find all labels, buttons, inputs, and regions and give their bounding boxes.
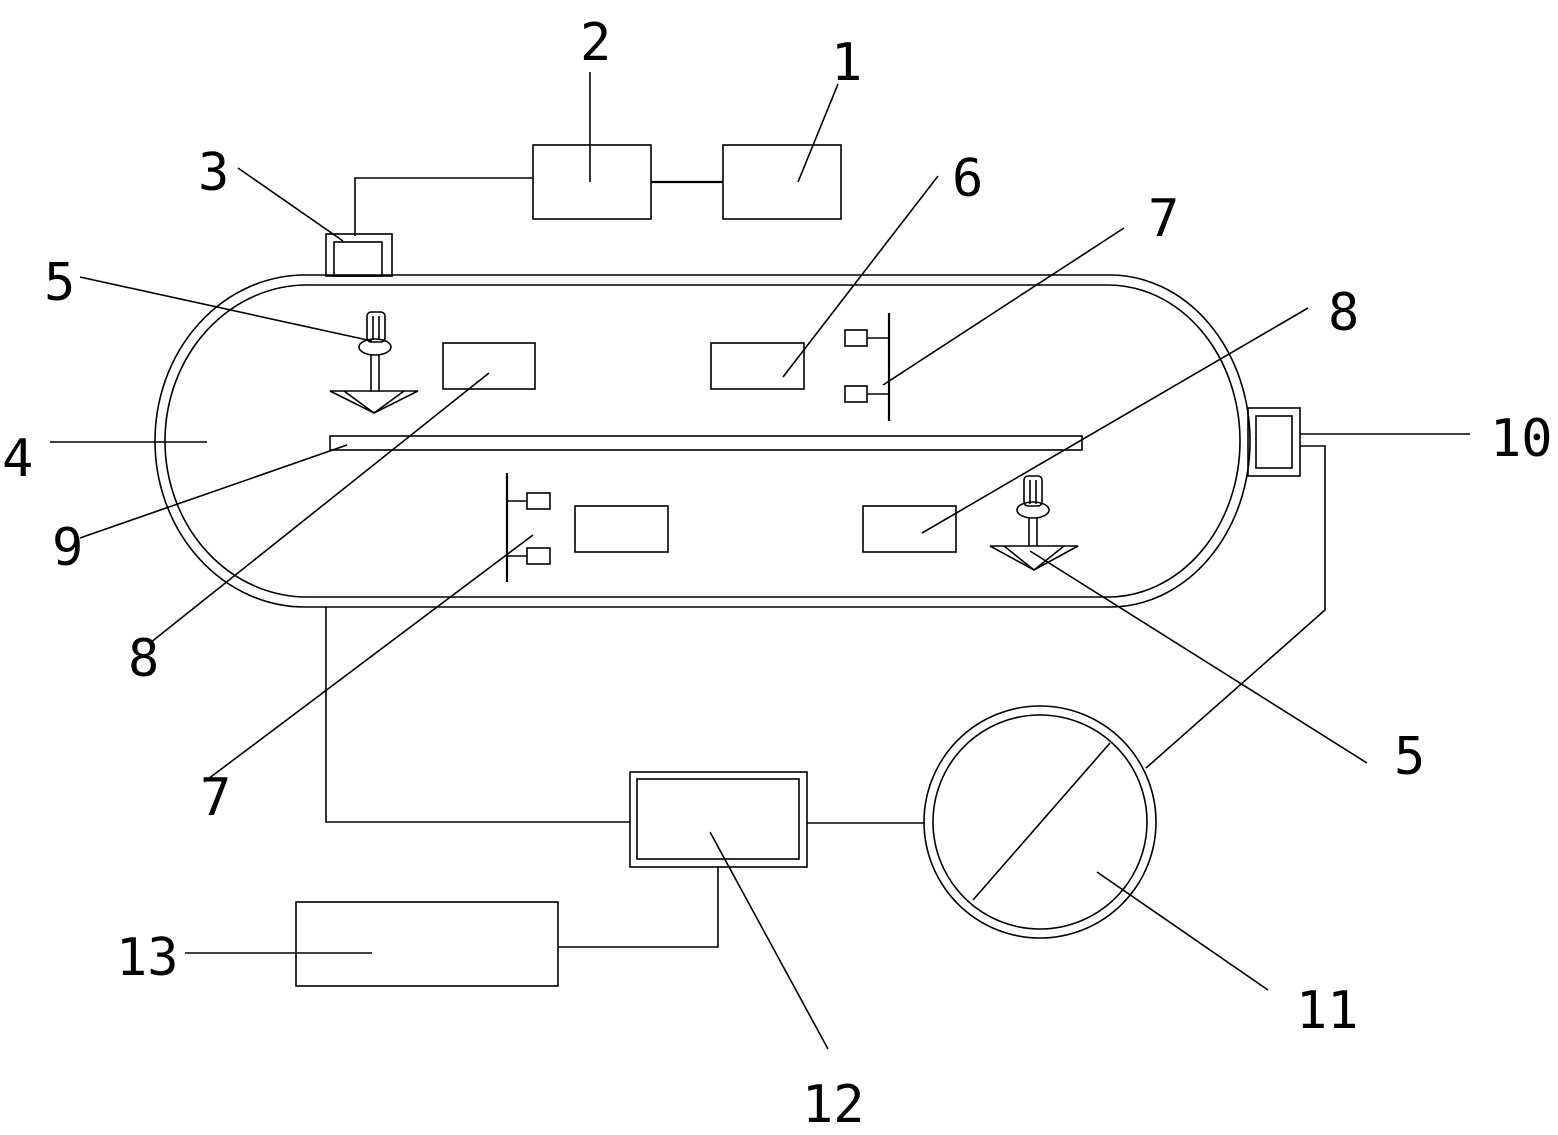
leader-6 (782, 175, 939, 378)
leader-5b (1029, 550, 1368, 764)
label-1: 1 (831, 33, 862, 93)
leader-5a (79, 276, 373, 342)
label-7-lower: 7 (200, 768, 231, 828)
component-13-box (295, 901, 559, 987)
nozzle-5-left (329, 311, 419, 414)
label-8-upper: 8 (1328, 283, 1359, 343)
component-10-port (1247, 407, 1301, 477)
wire-12-13 (558, 867, 719, 948)
component-6-box (710, 342, 805, 390)
component-2-box (532, 144, 652, 220)
component-3-port (325, 233, 393, 277)
label-8-lower: 8 (128, 629, 159, 689)
label-3: 3 (198, 143, 229, 203)
label-12: 12 (802, 1075, 865, 1135)
leader-1 (797, 83, 839, 183)
label-11: 11 (1296, 981, 1359, 1041)
label-5-upper: 5 (44, 253, 75, 313)
label-9: 9 (52, 518, 83, 578)
pipe-10-11 (1145, 445, 1326, 769)
leader-9 (79, 444, 348, 539)
pipe-chamber-12 (325, 607, 630, 823)
label-6: 6 (952, 149, 983, 209)
leader-7b (203, 534, 534, 783)
label-5-lower: 5 (1394, 727, 1425, 787)
label-7-upper: 7 (1148, 189, 1179, 249)
sensor-rack-7-lower (505, 473, 551, 582)
component-11-tank (923, 705, 1157, 939)
leader-11 (1096, 871, 1269, 991)
leader-8b (149, 372, 490, 644)
label-10: 10 (1490, 409, 1553, 469)
leader-8a (921, 307, 1309, 534)
component-8-lower (862, 505, 957, 553)
component-1-box (722, 144, 842, 220)
nozzle-5-right (989, 475, 1079, 571)
link-3-2 (354, 177, 533, 236)
leader-7a (882, 227, 1125, 386)
leader-3 (237, 167, 344, 242)
component-lower-box (574, 505, 669, 553)
chamber-4 (154, 274, 1251, 608)
label-4: 4 (2, 429, 33, 489)
plate-9 (329, 435, 1083, 451)
component-12-controller (629, 771, 808, 868)
leader-12 (709, 831, 829, 1050)
label-2: 2 (580, 13, 611, 73)
component-8-upper (442, 342, 536, 390)
label-13: 13 (116, 928, 179, 988)
sensor-rack-7-upper (844, 313, 891, 421)
